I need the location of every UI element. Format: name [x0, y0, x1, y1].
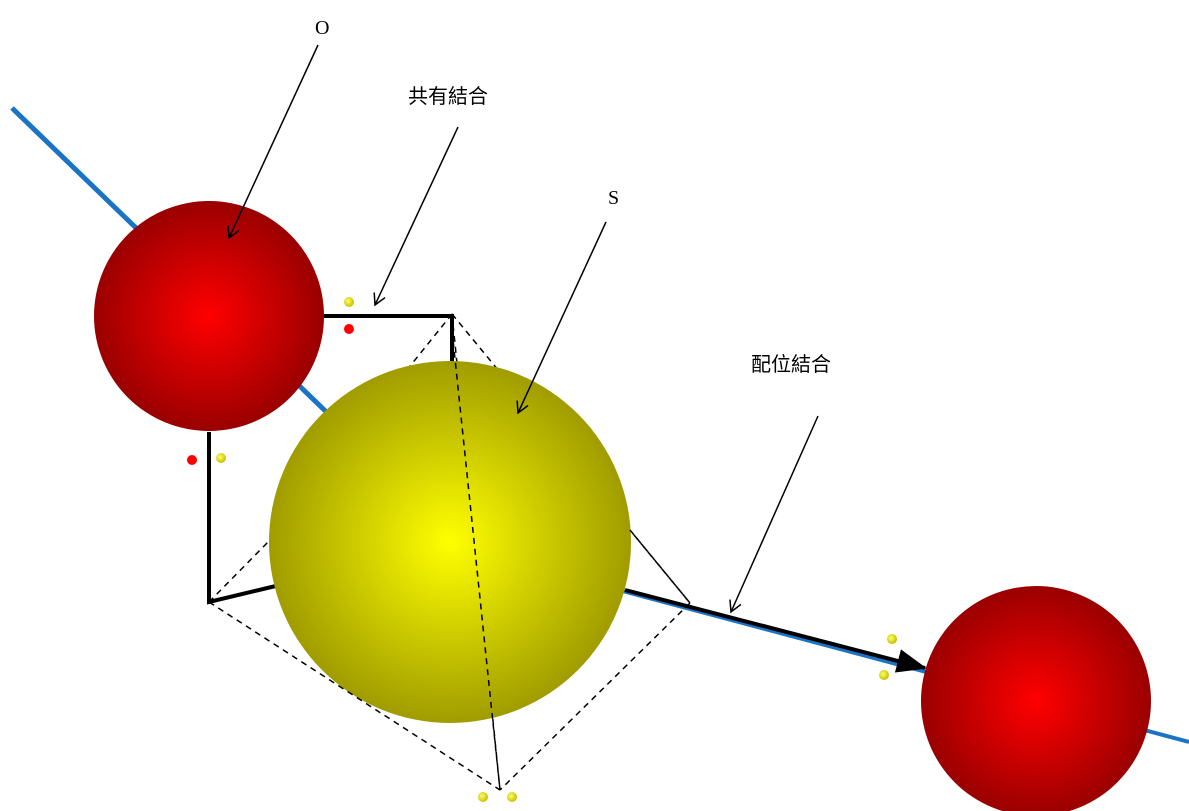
- electron-dot: [216, 453, 226, 463]
- electron-dot: [879, 670, 889, 680]
- electron-dot: [478, 792, 488, 802]
- electron-dot: [187, 455, 197, 465]
- covalent-callout-line: [373, 126, 459, 307]
- electron-dot: [507, 792, 517, 802]
- oxygen-label: O: [315, 17, 329, 39]
- sulfur-label: S: [608, 187, 619, 209]
- electrons: [187, 297, 897, 802]
- tetrahedron-front: [208, 329, 691, 791]
- callouts: [227, 44, 819, 614]
- coordinate-bond-arrow: [624, 588, 927, 673]
- electron-dot: [344, 297, 354, 307]
- oxygen-atom-upper: [94, 201, 324, 431]
- oxygen-atom-lower: [921, 586, 1151, 811]
- covalent-bond-label: 共有結合: [408, 85, 488, 108]
- electron-dot: [887, 634, 897, 644]
- sulfur-callout-line: [516, 221, 607, 415]
- oxygen-callout-line: [227, 44, 319, 240]
- sulfur-atom: [269, 361, 631, 723]
- covalent-bond-line: [324, 314, 454, 362]
- electron-dot: [344, 324, 354, 334]
- coordinate-callout-line: [729, 415, 819, 614]
- coordinate-bond-label: 配位結合: [751, 353, 831, 376]
